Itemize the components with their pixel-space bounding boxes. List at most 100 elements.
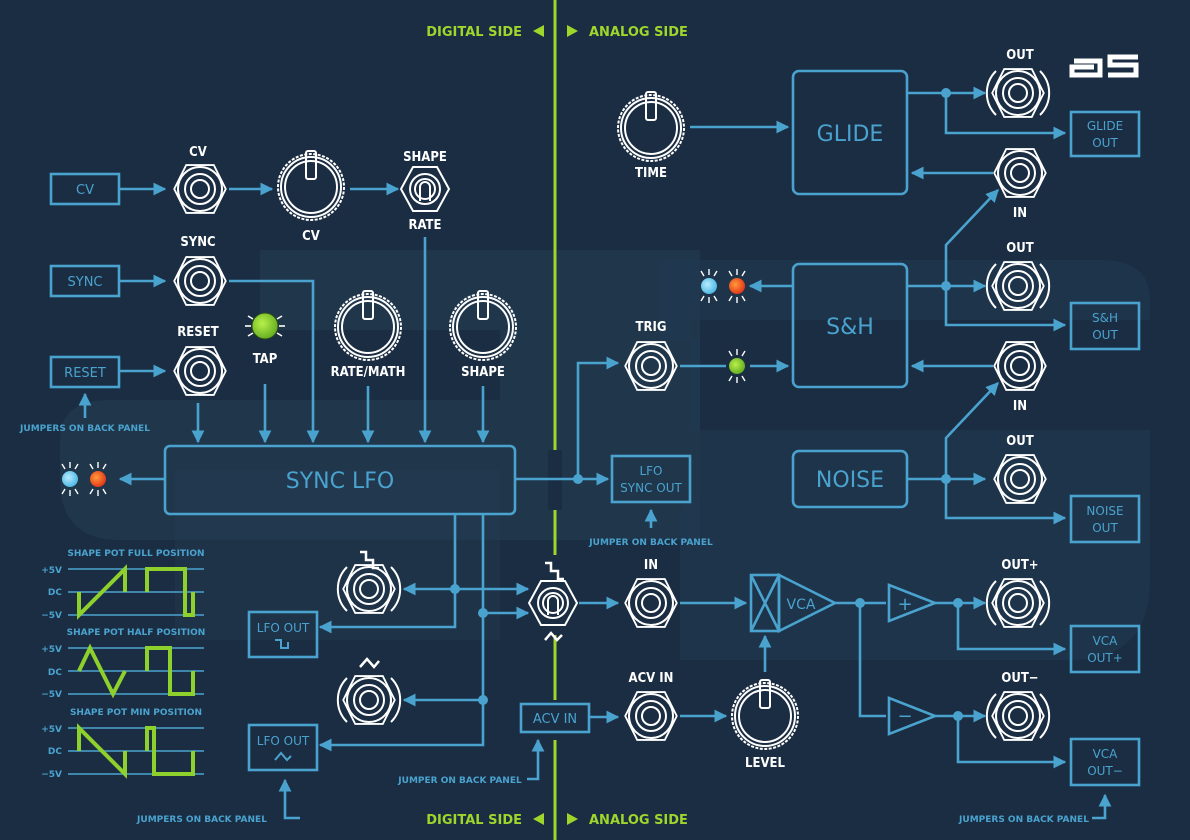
noise-label: NOISE bbox=[816, 468, 884, 493]
analog-side-label: ANALOG SIDE bbox=[589, 813, 688, 828]
vca-label: VCA bbox=[787, 597, 816, 613]
triangle-wave-icon bbox=[274, 751, 292, 762]
vca-in-jack[interactable] bbox=[624, 578, 678, 628]
square-wave-icon bbox=[545, 561, 564, 581]
trig-jack-label: TRIG bbox=[636, 320, 667, 335]
side-labels-top: DIGITAL SIDE ANALOG SIDE bbox=[426, 25, 688, 40]
jumper-note-lfo-sync: JUMPER ON BACK PANEL bbox=[588, 538, 713, 548]
rate-math-label: RATE/MATH bbox=[331, 365, 406, 380]
digital-side-label: DIGITAL SIDE bbox=[426, 25, 522, 40]
lfo-sync-out-box bbox=[610, 454, 692, 504]
level-plus5: +5V bbox=[41, 645, 62, 655]
vca-out-minus-label-1: VCA bbox=[1093, 747, 1119, 761]
sh-led-red bbox=[729, 278, 745, 294]
level-dc: DC bbox=[48, 588, 62, 598]
level-plus5: +5V bbox=[41, 566, 62, 576]
cv-jack[interactable] bbox=[173, 164, 227, 214]
shape-knob-label: SHAPE bbox=[461, 365, 505, 380]
sh-in-jack-label: IN bbox=[1013, 399, 1027, 414]
minus-sign: − bbox=[897, 706, 912, 727]
tap-label: TAP bbox=[253, 352, 278, 367]
vca-in-jack-label: IN bbox=[644, 558, 658, 573]
level-minus5: −5V bbox=[41, 770, 62, 780]
out-plus-jack-label: OUT+ bbox=[1001, 558, 1038, 573]
reset-jack[interactable] bbox=[173, 346, 227, 396]
tap-button-led[interactable] bbox=[251, 312, 279, 340]
jumpers-note-reset: JUMPERS ON BACK PANEL bbox=[19, 424, 150, 434]
jumper-note-acv: JUMPER ON BACK PANEL bbox=[397, 776, 522, 786]
time-knob[interactable] bbox=[617, 91, 685, 162]
level-minus5: −5V bbox=[41, 611, 62, 621]
lfo-triangle-jack[interactable] bbox=[338, 676, 400, 724]
vca-out-minus-box bbox=[1069, 737, 1141, 787]
vca-out-plus-label-2: OUT+ bbox=[1087, 651, 1123, 665]
acv-in-jack-label: ACV IN bbox=[629, 671, 674, 686]
lfo-sync-out-label-2: SYNC OUT bbox=[620, 481, 682, 495]
level-minus5: −5V bbox=[41, 690, 62, 700]
acv-in-jack[interactable] bbox=[624, 691, 678, 741]
sync-lfo-label: SYNC LFO bbox=[286, 469, 394, 494]
glide-label: GLIDE bbox=[817, 122, 884, 147]
a5-logo bbox=[1069, 54, 1139, 78]
background-watermark bbox=[60, 250, 1150, 660]
glide-out-box-label-1: GLIDE bbox=[1087, 119, 1123, 133]
waveform-full: SHAPE POT FULL POSITION +5V DC −5V bbox=[41, 549, 204, 621]
triangle-wave-icon bbox=[544, 631, 563, 642]
triangle-wave-icon bbox=[359, 657, 380, 669]
cv-knob[interactable] bbox=[277, 150, 345, 221]
vca-amplifier: VCA bbox=[749, 572, 838, 634]
glide-out-jack[interactable] bbox=[987, 69, 1049, 117]
level-knob[interactable] bbox=[731, 679, 799, 750]
lfo-out-square-box bbox=[247, 610, 319, 659]
sh-in-jack[interactable] bbox=[993, 341, 1047, 391]
sh-out-box bbox=[1069, 301, 1141, 351]
lfo-out-square-label: LFO OUT bbox=[257, 621, 310, 635]
waveform-title: SHAPE POT MIN POSITION bbox=[70, 708, 202, 718]
analog-side-label: ANALOG SIDE bbox=[589, 25, 688, 40]
digital-side-label: DIGITAL SIDE bbox=[426, 813, 522, 828]
waveform-half: SHAPE POT HALF POSITION +5V DC −5V bbox=[41, 628, 205, 700]
level-label: LEVEL bbox=[745, 756, 785, 771]
vca-out-minus-label-2: OUT− bbox=[1087, 764, 1123, 778]
glide-in-jack-label: IN bbox=[1013, 206, 1027, 221]
shape-rate-switch[interactable] bbox=[400, 166, 450, 212]
lfo-out-triangle-label: LFO OUT bbox=[257, 734, 310, 748]
arrow-left-icon bbox=[533, 813, 544, 825]
waveform-title: SHAPE POT FULL POSITION bbox=[67, 549, 204, 559]
out-minus-jack[interactable] bbox=[987, 692, 1049, 740]
waveform-min: SHAPE POT MIN POSITION +5V DC −5V bbox=[41, 708, 204, 780]
lfo-led-blue bbox=[62, 471, 78, 487]
trig-led bbox=[729, 358, 745, 374]
lfo-out-triangle-box bbox=[247, 723, 319, 772]
switch-label-rate: RATE bbox=[408, 218, 441, 233]
sync-jack[interactable] bbox=[173, 256, 227, 306]
digital-analog-divider bbox=[548, 0, 562, 840]
sync-input-box-label: SYNC bbox=[68, 275, 103, 290]
side-labels-bottom: DIGITAL SIDE ANALOG SIDE bbox=[426, 813, 688, 828]
glide-in-jack[interactable] bbox=[993, 148, 1047, 198]
sh-out-box-label-2: OUT bbox=[1092, 328, 1118, 342]
switch-label-shape: SHAPE bbox=[403, 150, 447, 165]
buffer-plus bbox=[887, 583, 939, 623]
level-dc: DC bbox=[48, 668, 62, 678]
sync-jack-label: SYNC bbox=[180, 235, 215, 250]
sh-led-blue bbox=[701, 278, 717, 294]
acv-in-box-label: ACV IN bbox=[533, 712, 577, 727]
glide-block bbox=[791, 69, 909, 196]
cv-knob-label: CV bbox=[302, 229, 320, 244]
cv-input-box-label: CV bbox=[76, 183, 94, 198]
vca-out-plus-label-1: VCA bbox=[1093, 634, 1119, 648]
noise-out-box bbox=[1069, 494, 1141, 544]
vca-out-plus-box bbox=[1069, 624, 1141, 674]
glide-out-jack-label: OUT bbox=[1006, 48, 1033, 63]
cv-jack-label: CV bbox=[189, 145, 207, 160]
arrow-right-icon bbox=[567, 813, 578, 825]
arrow-left-icon bbox=[533, 25, 544, 37]
noise-out-box-label-1: NOISE bbox=[1086, 504, 1123, 518]
reset-jack-label: RESET bbox=[177, 325, 218, 340]
noise-out-jack-label: OUT bbox=[1006, 434, 1033, 449]
noise-out-box-label-2: OUT bbox=[1092, 521, 1118, 535]
time-label: TIME bbox=[635, 166, 667, 181]
sh-block bbox=[791, 262, 909, 389]
